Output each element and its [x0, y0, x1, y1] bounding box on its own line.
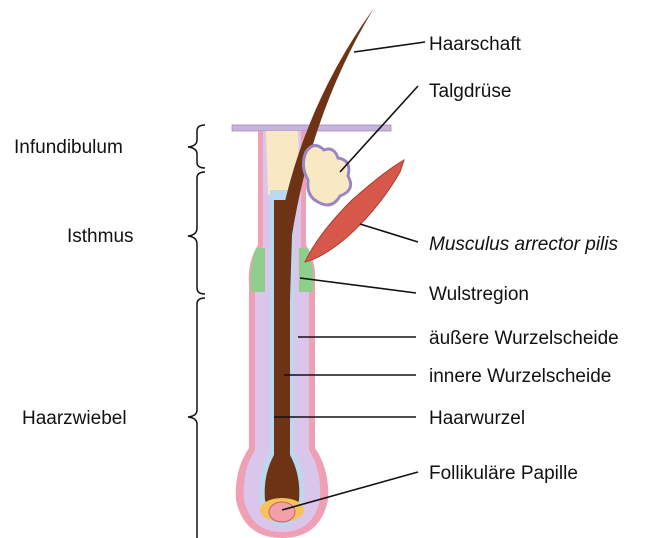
leader-wulstregion [300, 278, 416, 293]
brace-haarzwiebel [188, 298, 205, 538]
leader-haarschaft [354, 42, 425, 52]
label-haarschaft: Haarschaft [429, 34, 522, 55]
label-infundibulum: Infundibulum [14, 137, 123, 158]
label-aeussere: äußere Wurzelscheide [429, 328, 619, 349]
label-innere: innere Wurzelscheide [429, 366, 611, 387]
label-isthmus: Isthmus [67, 226, 134, 247]
leader-musculus [360, 224, 418, 242]
label-papille: Follikuläre Papille [429, 463, 578, 484]
label-musculus: Musculus arrector pilis [429, 234, 618, 255]
label-haarzwiebel: Haarzwiebel [22, 408, 127, 429]
label-talgdruese: Talgdrüse [429, 81, 511, 102]
brace-isthmus [188, 172, 205, 294]
sebaceous-gland [303, 145, 350, 204]
brace-infundibulum [188, 125, 205, 168]
label-wulstregion: Wulstregion [429, 284, 529, 305]
label-haarwurzel: Haarwurzel [429, 408, 525, 429]
